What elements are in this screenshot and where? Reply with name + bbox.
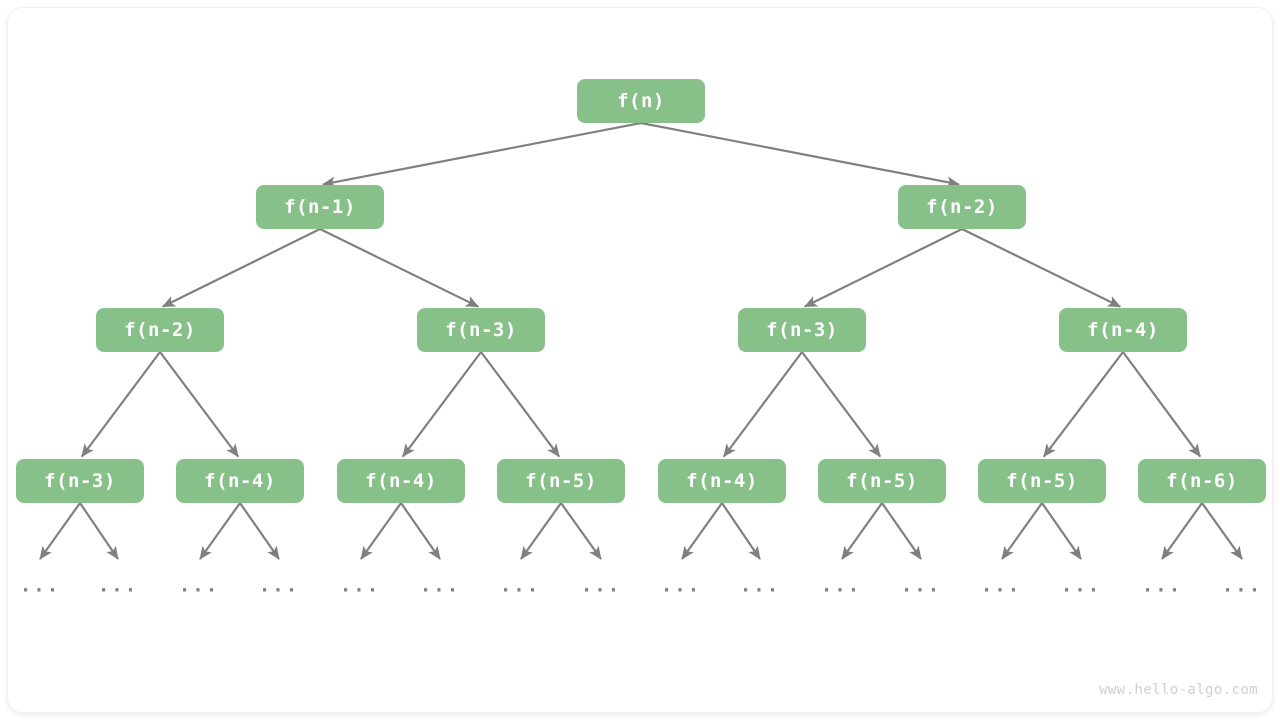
tree-node-n5: f(n-3) (738, 308, 866, 352)
edge-n3-to-n8 (159, 351, 240, 458)
ellipsis-marker: ... (178, 574, 220, 597)
leaf-edge-n7-1 (79, 502, 119, 560)
tree-node-n8: f(n-4) (176, 459, 304, 503)
edge-n5-to-n12 (801, 351, 882, 458)
ellipsis-marker: ... (419, 574, 461, 597)
ellipsis-marker: ... (739, 574, 781, 597)
tree-node-n13: f(n-5) (978, 459, 1106, 503)
edge-n6-to-n14 (1122, 351, 1202, 458)
ellipsis-marker: ... (980, 574, 1022, 597)
tree-node-n6: f(n-4) (1059, 308, 1187, 352)
leaf-edge-n12-10 (841, 502, 883, 560)
watermark: www.hello-algo.com (1099, 682, 1258, 698)
ellipsis-marker: ... (580, 574, 622, 597)
leaf-edge-n10-6 (520, 502, 562, 560)
edge-n6-to-n13 (1042, 351, 1124, 458)
leaf-edge-n9-5 (400, 502, 441, 560)
leaf-edge-n14-14 (1161, 502, 1203, 560)
leaf-edge-n10-7 (560, 502, 602, 560)
edge-n2-to-n6 (961, 228, 1122, 308)
tree-node-n0: f(n) (577, 79, 705, 123)
edge-n5-to-n11 (722, 351, 803, 458)
leaf-edge-n13-13 (1041, 502, 1082, 560)
ellipsis-marker: ... (1060, 574, 1102, 597)
leaf-edge-n14-15 (1201, 502, 1243, 560)
leaf-edge-n8-3 (239, 502, 280, 560)
tree-node-n9: f(n-4) (337, 459, 465, 503)
tree-node-n1: f(n-1) (256, 185, 384, 229)
ellipsis-marker: ... (339, 574, 381, 597)
ellipsis-marker: ... (258, 574, 300, 597)
leaf-edge-n11-8 (681, 502, 723, 560)
leaf-edge-n7-0 (39, 502, 81, 560)
ellipsis-marker: ... (19, 574, 61, 597)
tree-node-n7: f(n-3) (16, 459, 144, 503)
leaf-edge-n13-12 (1001, 502, 1043, 560)
edge-n3-to-n7 (80, 351, 161, 458)
tree-node-n10: f(n-5) (497, 459, 625, 503)
ellipsis-marker: ... (97, 574, 139, 597)
leaf-edge-n12-11 (881, 502, 922, 560)
edge-n0-to-n1 (322, 121, 642, 188)
leaf-edge-n11-9 (721, 502, 761, 560)
ellipsis-marker: ... (1221, 574, 1263, 597)
ellipsis-marker: ... (499, 574, 541, 597)
tree-node-n14: f(n-6) (1138, 459, 1266, 503)
tree-node-n2: f(n-2) (898, 185, 1026, 229)
tree-node-n12: f(n-5) (818, 459, 946, 503)
ellipsis-marker: ... (660, 574, 702, 597)
ellipsis-marker: ... (900, 574, 942, 597)
tree-node-n3: f(n-2) (96, 308, 224, 352)
leaf-edge-n8-2 (199, 502, 241, 560)
leaf-edge-n9-4 (360, 502, 402, 560)
edge-n1-to-n3 (161, 228, 321, 308)
edge-n0-to-n2 (640, 121, 960, 188)
edge-n1-to-n4 (319, 228, 480, 308)
ellipsis-marker: ... (820, 574, 862, 597)
edge-n4-to-n9 (401, 351, 482, 458)
tree-node-n11: f(n-4) (658, 459, 786, 503)
edge-n4-to-n10 (480, 351, 561, 458)
ellipsis-marker: ... (1141, 574, 1183, 597)
edge-n2-to-n5 (803, 228, 963, 308)
tree-node-n4: f(n-3) (417, 308, 545, 352)
